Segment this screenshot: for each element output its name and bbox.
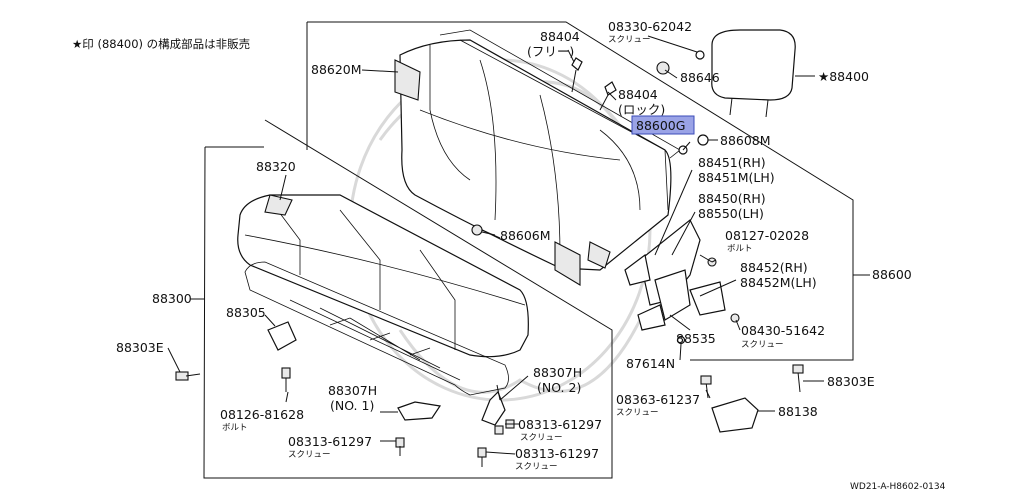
label-88303E-left: 88303E [116, 340, 164, 355]
label-88646: 88646 [680, 70, 720, 85]
seat-hardware [175, 321, 515, 467]
label-08363-61237: 08363-61237 [616, 392, 700, 407]
label-88307H-no2: 88307H [533, 365, 582, 380]
seat-back-cushion [394, 29, 681, 286]
label-08313-61297-c: 08313-61297 [515, 446, 599, 461]
backrest-assembly-outline [203, 21, 870, 479]
highlight-88600G [631, 115, 695, 135]
label-88451-rh: 88451(RH) [698, 155, 766, 170]
label-08330-62042: 08330-62042 [608, 19, 692, 34]
headrest [711, 29, 796, 118]
label-88600: 88600 [872, 267, 912, 282]
label-88620M: 88620M [311, 62, 362, 77]
label-08126-81628: 08126-81628 [220, 407, 304, 422]
label-08363-61237-sub: スクリュー [616, 408, 659, 418]
note-text: ★印 (88400) の構成部品は非販売 [72, 37, 250, 51]
reference-code: WD21-A-H8602-0134 [850, 482, 946, 492]
label-88535: 88535 [676, 331, 716, 346]
label-88550-lh: 88550(LH) [698, 206, 764, 221]
label-88452-lh: 88452M(LH) [740, 275, 817, 290]
label-88307H-no1: 88307H [328, 383, 377, 398]
leader-lines [167, 35, 824, 455]
label-88404-lock: 88404 [618, 87, 658, 102]
label-88320: 88320 [256, 159, 296, 174]
label-88450-rh: 88450(RH) [698, 191, 766, 206]
label-08313-61297-b: 08313-61297 [288, 434, 372, 449]
label-88452-rh: 88452(RH) [740, 260, 808, 275]
label-88404-free-sub: (フリー) [527, 44, 574, 59]
label-08313-61297-a: 08313-61297 [518, 417, 602, 432]
label-88608M: 88608M [720, 133, 771, 148]
label-88451-lh: 88451M(LH) [698, 170, 775, 185]
label-08430-51642-sub: スクリュー [741, 340, 784, 350]
label-88404-lock-sub: (ロック) [618, 102, 665, 117]
label-08313-61297-a-sub: スクリュー [520, 433, 563, 443]
label-88303E-right: 88303E [827, 374, 875, 389]
label-08126-81628-sub: ボルト [222, 423, 248, 433]
label-88606M: 88606M [500, 228, 551, 243]
label-87614N: 87614N [626, 356, 675, 371]
label-88300: 88300 [152, 291, 192, 306]
label-08313-61297-c-sub: スクリュー [515, 462, 558, 472]
label-08430-51642: 08430-51642 [741, 323, 825, 338]
label-88138: 88138 [778, 404, 818, 419]
label-88400: ★88400 [818, 69, 869, 84]
label-08127-02028-sub: ボルト [727, 244, 753, 254]
label-88307H-no2-sub: (NO. 2) [537, 380, 581, 395]
seat-cushion [237, 194, 529, 396]
label-08313-61297-b-sub: スクリュー [288, 450, 331, 460]
label-08127-02028: 08127-02028 [725, 228, 809, 243]
label-88404-free: 88404 [540, 29, 580, 44]
label-88600G[interactable]: 88600G [636, 118, 685, 133]
label-88307H-no1-sub: (NO. 1) [330, 398, 374, 413]
label-88305: 88305 [226, 305, 266, 320]
label-08330-62042-sub: スクリュー [608, 35, 651, 45]
